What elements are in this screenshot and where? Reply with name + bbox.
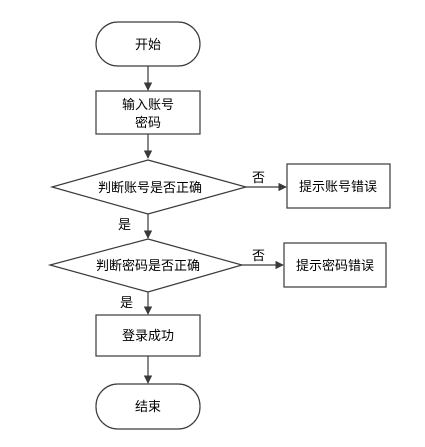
node-account-error: 提示账号错误 [286, 163, 391, 209]
node-start-label: 开始 [135, 38, 161, 53]
edge-label-password-no: 否 [252, 249, 265, 264]
node-check-account: 判断账号是否正确 [49, 159, 249, 215]
node-success: 登录成功 [95, 314, 201, 357]
node-input-label-line2: 密码 [135, 115, 161, 131]
node-input-label-line1: 输入账号 [122, 97, 174, 113]
node-check-password-label: 判断密码是否正确 [96, 258, 200, 274]
node-start: 开始 [95, 21, 201, 67]
edge-label-password-yes: 是 [120, 296, 133, 311]
node-password-error: 提示密码错误 [283, 242, 387, 288]
edge-label-account-yes: 是 [118, 218, 131, 233]
edge-label-account-no: 否 [252, 171, 265, 186]
node-account-error-label: 提示账号错误 [299, 179, 377, 195]
node-end: 结束 [95, 383, 201, 430]
node-success-label: 登录成功 [122, 329, 174, 344]
node-input: 输入账号 密码 [95, 90, 201, 135]
node-end-label: 结束 [135, 400, 161, 415]
node-check-account-label: 判断账号是否正确 [98, 181, 202, 196]
node-password-error-label: 提示密码错误 [296, 258, 374, 274]
node-check-password: 判断密码是否正确 [47, 238, 245, 293]
